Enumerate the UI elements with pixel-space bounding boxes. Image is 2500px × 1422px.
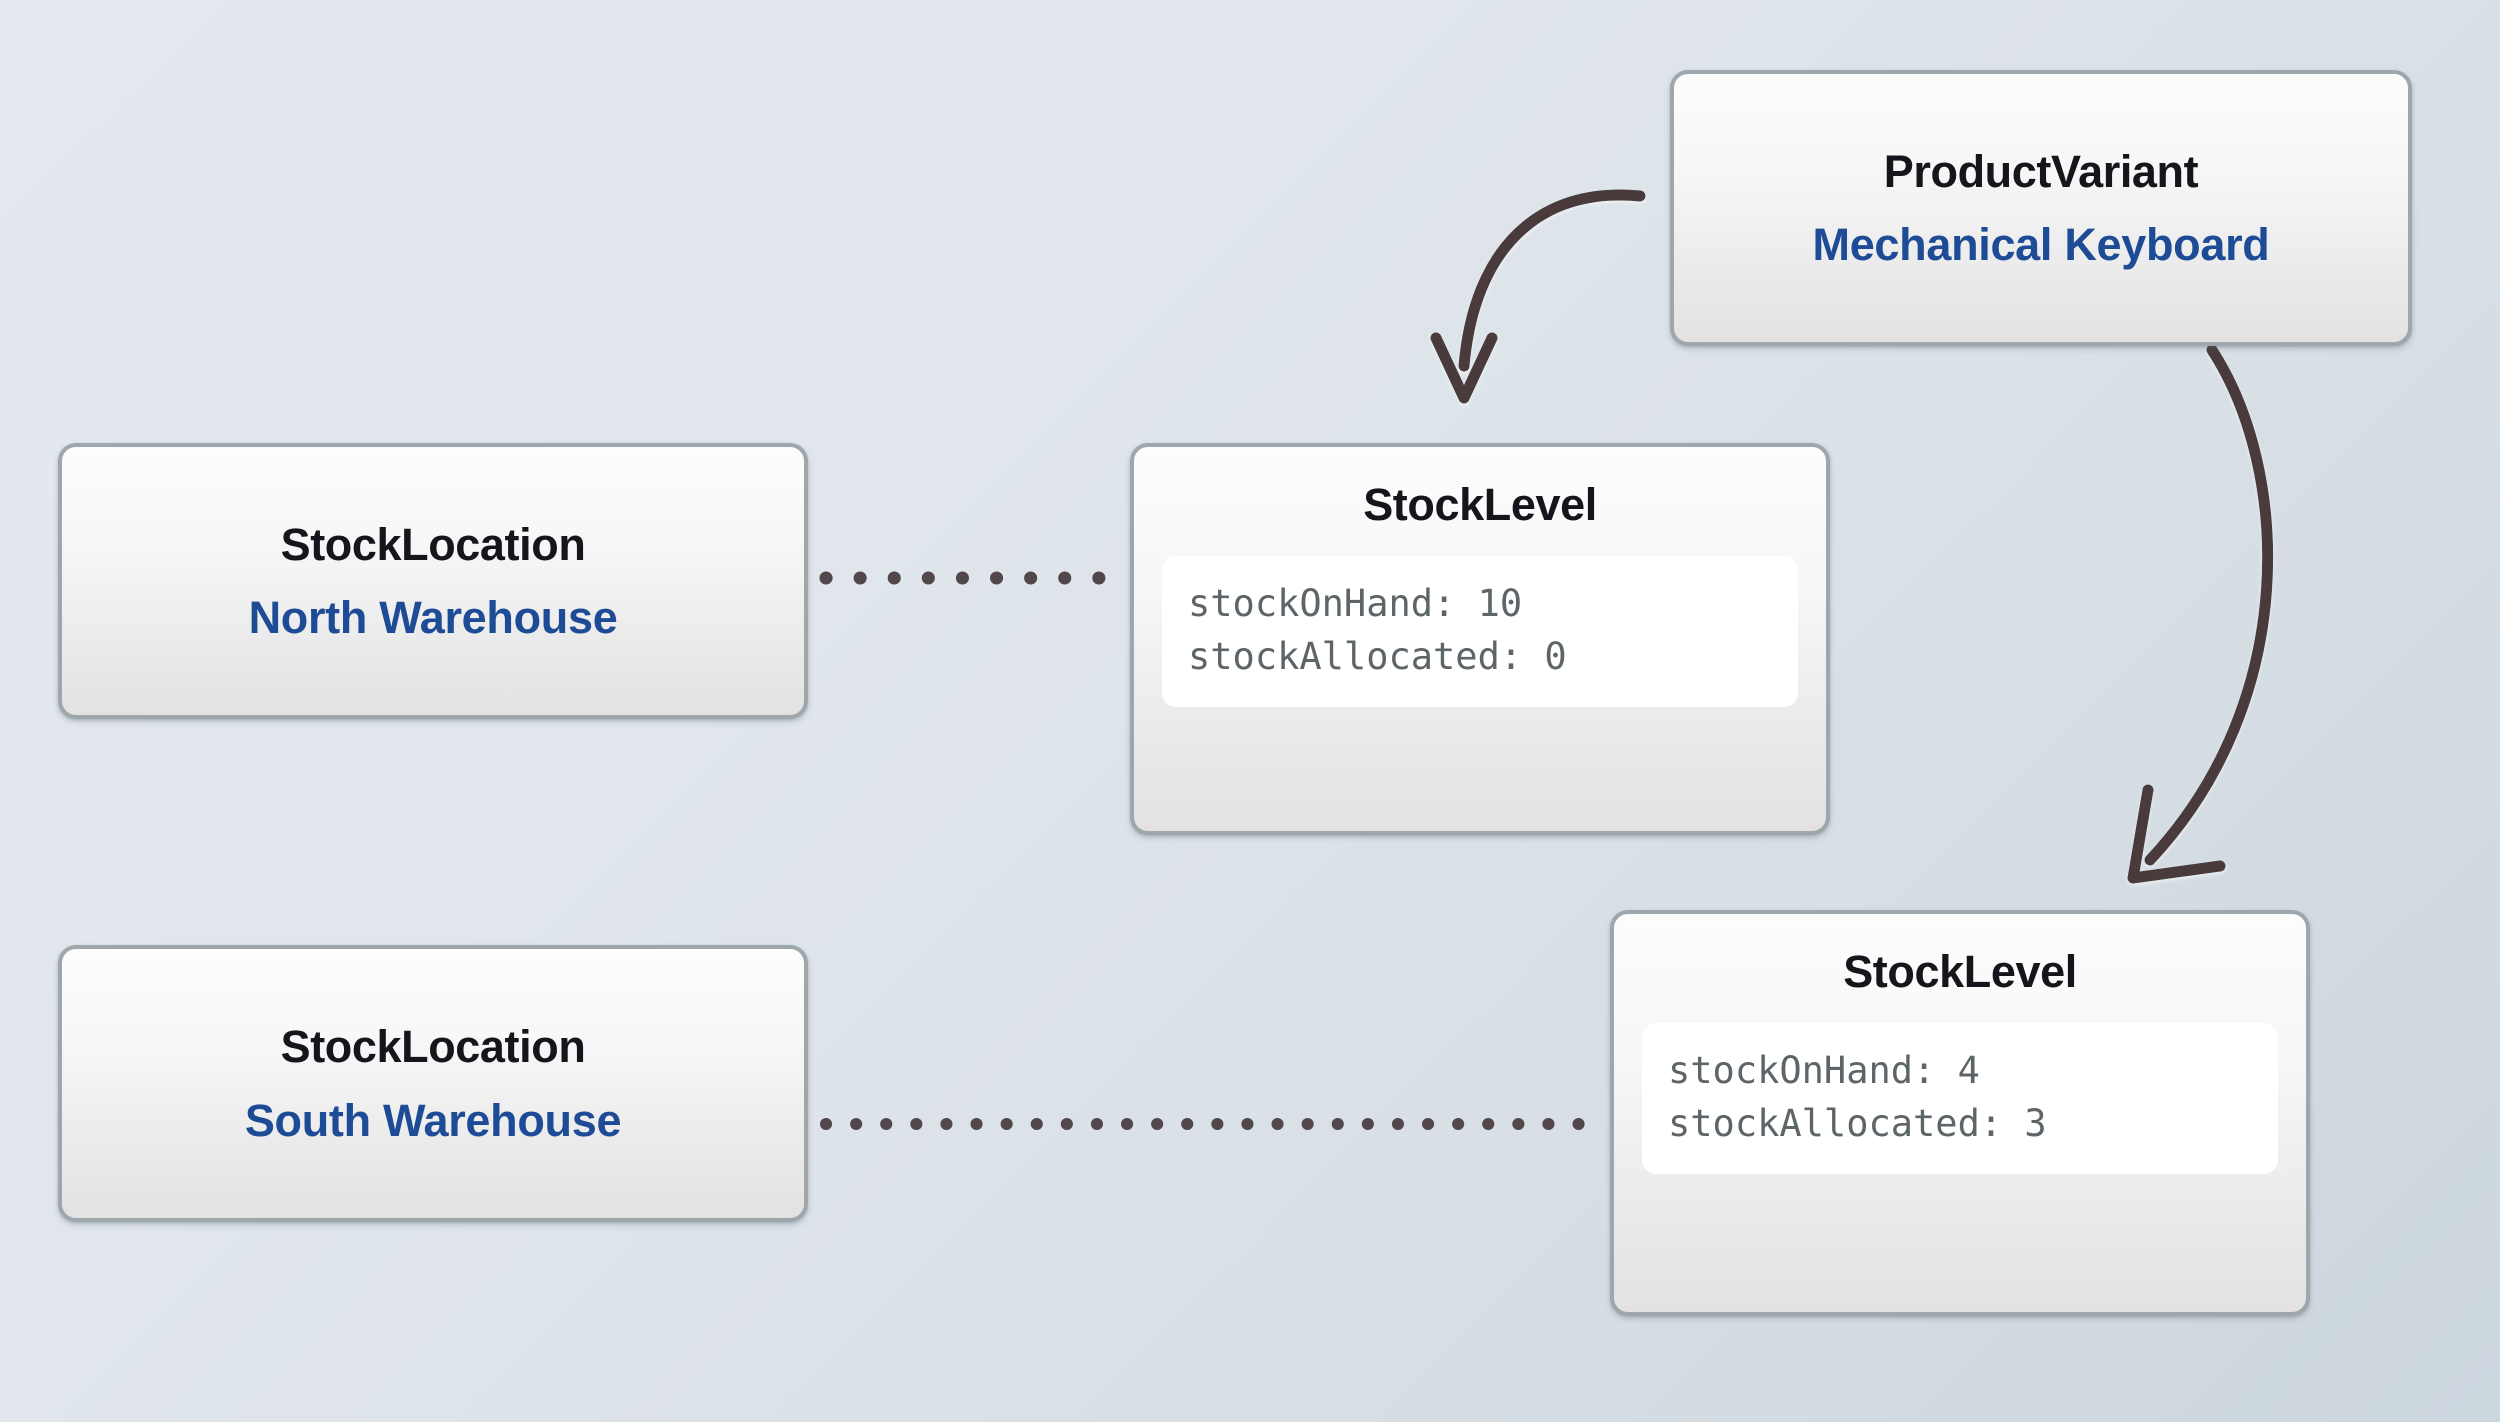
node-stocklevel-south[interactable]: StockLevel stockOnHand: 4 stockAllocated… — [1610, 910, 2310, 1316]
edge-variant-to-stocklevel-south — [2127, 344, 2274, 884]
node-product-variant[interactable]: ProductVariant Mechanical Keyboard — [1670, 70, 2412, 346]
attribute-box: stockOnHand: 10 stockAllocated: 0 — [1162, 556, 1798, 708]
node-entity-name: Mechanical Keyboard — [1812, 219, 2270, 270]
node-stocklocation-south[interactable]: StockLocation South Warehouse — [58, 945, 808, 1222]
node-entity-type: StockLocation — [280, 1021, 586, 1073]
attribute-stock-allocated: stockAllocated: 0 — [1188, 634, 1567, 678]
attribute-stock-on-hand: stockOnHand: 4 — [1668, 1049, 1980, 1093]
node-stocklevel-north[interactable]: StockLevel stockOnHand: 10 stockAllocate… — [1130, 443, 1830, 835]
node-entity-name: South Warehouse — [244, 1094, 622, 1146]
edge-variant-to-stocklevel-north — [1430, 189, 1646, 404]
node-stocklocation-north[interactable]: StockLocation North Warehouse — [58, 443, 808, 719]
attribute-stock-on-hand: stockOnHand: 10 — [1188, 582, 1523, 626]
node-entity-name: North Warehouse — [248, 592, 618, 643]
node-entity-type: StockLevel — [1363, 479, 1597, 530]
node-entity-type: ProductVariant — [1883, 145, 2199, 197]
attribute-stock-allocated: stockAllocated: 3 — [1668, 1101, 2047, 1145]
node-entity-type: StockLocation — [280, 518, 586, 570]
node-entity-type: StockLevel — [1843, 946, 2077, 997]
attribute-box: stockOnHand: 4 stockAllocated: 3 — [1642, 1023, 2278, 1175]
